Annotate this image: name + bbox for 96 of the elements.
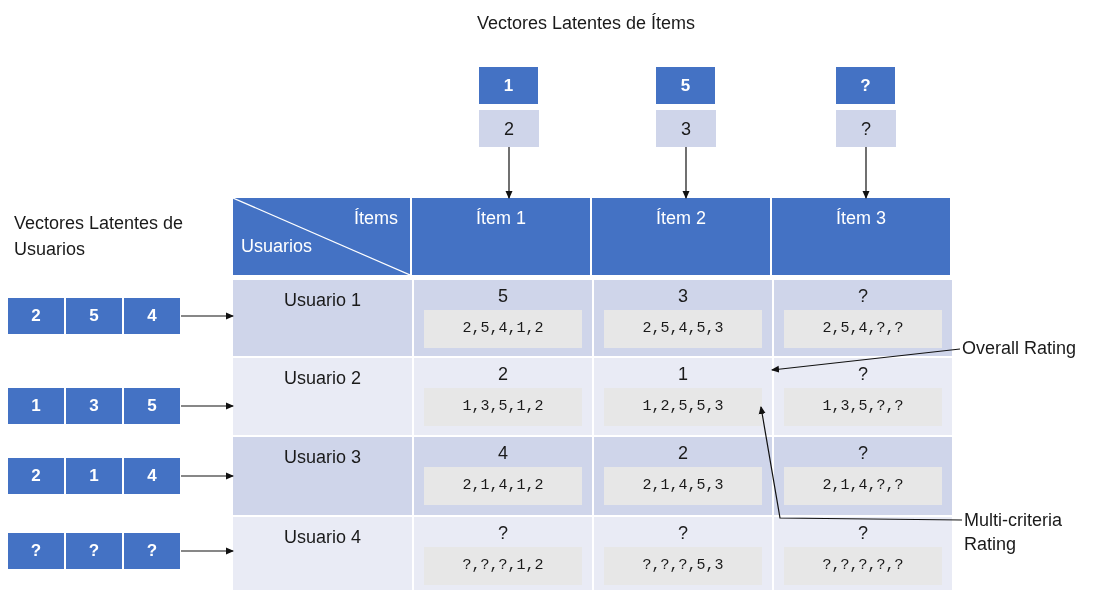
latent-vector-cell [836,110,896,147]
cell-text: 2 [31,305,41,327]
cell-text: ? [861,117,871,141]
criteria-values: 2,1,4,1,2 [462,476,544,496]
latent-vector-cell [656,110,716,147]
rating-cell [592,280,772,358]
cell-text: 3 [681,117,691,141]
annotation-label: Multi-criteria Rating [964,510,1063,554]
section-title: Vectores Latentes de Usuarios [14,212,185,261]
criteria-rating-box [604,467,762,505]
latent-vector-cell [656,67,716,104]
cell-text: 1 [89,465,99,487]
row-header [233,517,412,592]
latent-vector-cell [66,388,123,424]
rating-cell [772,517,952,592]
cell-text: ? [860,74,871,97]
rating-cell [592,517,772,592]
cell-text: 5 [147,395,157,417]
latent-vector-cell [66,458,123,494]
rating-cell [412,358,592,437]
cell-text: Usuario 4 [283,526,361,549]
latent-vector-cell [124,458,181,494]
arrow [180,402,234,410]
arrow [180,547,234,555]
rating-cell [592,437,772,517]
cell-text: 1 [31,395,41,417]
latent-vector-cell [8,533,65,569]
cell-text: ? [30,540,42,562]
rating-cell [592,358,772,437]
latent-vector-cell [66,533,123,569]
rating-cell [412,517,592,592]
row-header [233,280,412,358]
cell-text: ? [88,540,100,562]
cell-text: 2 [31,465,41,487]
cell-text: 4 [147,305,157,327]
latent-vector-cell [479,110,539,147]
criteria-values: 2,5,4,5,3 [642,319,724,339]
column-header [772,198,952,275]
cell-text: 4 [147,465,157,487]
latent-vector-cell [66,298,123,334]
arrow [180,312,234,320]
rating-cell [772,437,952,517]
header-text: Usuarios [241,235,313,258]
criteria-values: 2,1,4,5,3 [642,476,724,496]
cell-text: Usuario 2 [283,367,361,390]
cell-text: 3 [89,395,99,417]
arrow [505,146,513,199]
header-text: Ítems [354,207,398,230]
latent-vector-cell [8,388,65,424]
annotation-label: Overall Rating [962,338,1077,358]
row-header [233,358,412,437]
cell-text: Usuario 1 [283,289,361,312]
latent-vector-cell [8,458,65,494]
criteria-values: 1,2,5,5,3 [642,397,724,417]
latent-vector-cell [124,388,181,424]
rating-cell [772,280,952,358]
cell-text: Usuario 3 [283,446,361,469]
latent-vector-cell [8,298,65,334]
criteria-values: 2,5,4,?,? [822,319,904,339]
criteria-rating-box [784,310,942,348]
leader-arrow [771,348,961,373]
criteria-rating-box [424,310,582,348]
latent-vector-cell [124,298,181,334]
criteria-values: ?,?,?,5,3 [642,556,724,576]
arrow [682,146,690,199]
row-header [233,437,412,517]
section-title: Vectores Latentes de Ítems [475,12,697,35]
rating-cell [412,280,592,358]
rating-cell [772,358,952,437]
column-header [592,198,772,275]
criteria-values: 1,3,5,?,? [822,397,904,417]
criteria-values: 2,1,4,?,? [822,476,904,496]
cell-text: 1 [503,74,514,97]
criteria-rating-box [784,467,942,505]
criteria-rating-box [604,388,762,426]
criteria-values: 1,3,5,1,2 [462,397,544,417]
cell-text: Ítem 2 [656,207,706,230]
cell-text: 2 [504,117,514,141]
column-header [412,198,592,275]
latent-vector-cell [479,67,539,104]
criteria-values: ?,?,?,?,? [822,556,904,576]
criteria-rating-box [604,310,762,348]
latent-vector-cell [124,533,181,569]
cell-text: 5 [680,74,691,97]
criteria-rating-box [424,467,582,505]
leader-arrow [758,406,963,521]
latent-vector-cell [836,67,896,104]
criteria-values: ?,?,?,1,2 [462,556,544,576]
rating-cell [412,437,592,517]
arrow [180,472,234,480]
arrow [862,146,870,199]
cell-text: 5 [89,305,99,327]
cell-text: ? [146,540,158,562]
cell-text: Ítem 3 [836,207,886,230]
criteria-values: 2,5,4,1,2 [462,319,544,339]
cell-text: Ítem 1 [476,207,526,230]
